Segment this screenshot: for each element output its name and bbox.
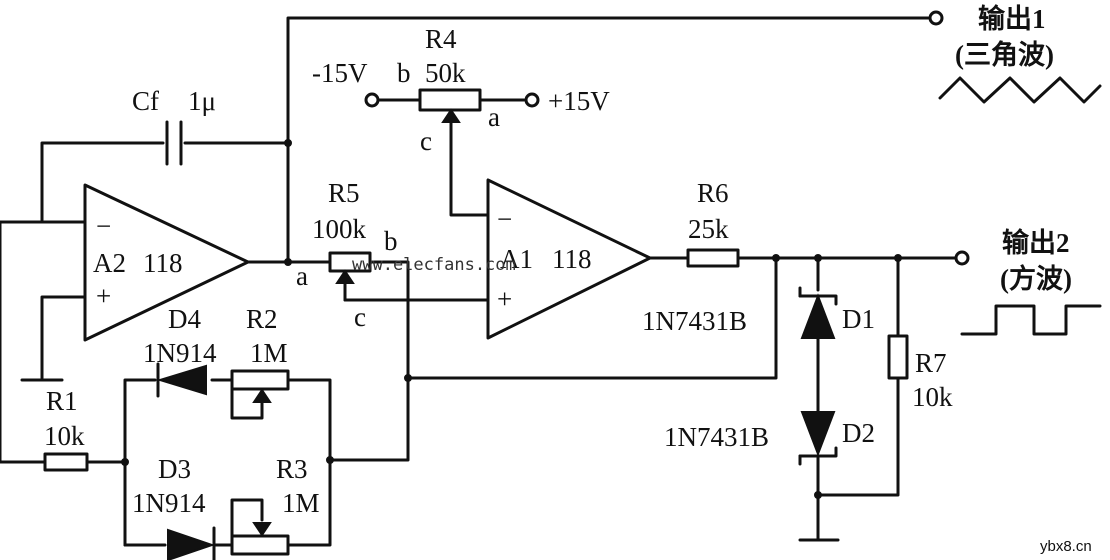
- zener-d2: D2 1N7431B: [664, 411, 875, 466]
- output-1: 输出1 (三角波): [928, 3, 1102, 104]
- capacitor-cf: Cf 1μ: [132, 86, 216, 166]
- d2-label: D2: [842, 418, 875, 448]
- r6-label: R6: [697, 178, 729, 208]
- a1-part: 118: [552, 244, 592, 274]
- output-2-label: 输出2: [1002, 227, 1070, 258]
- r4-pin-a: a: [488, 102, 500, 132]
- r7-value: 10k: [912, 382, 953, 412]
- r5-pin-a: a: [296, 261, 308, 291]
- output-2: 输出2 (方波): [954, 227, 1102, 336]
- d4-label: D4: [168, 304, 201, 334]
- a1-minus-pin: −: [497, 204, 512, 234]
- output-1-terminal: [928, 10, 944, 26]
- r3-value: 1M: [282, 488, 320, 518]
- r4-label: R4: [425, 24, 457, 54]
- pos-supply-label: +15V: [548, 86, 610, 116]
- a1-plus-pin: +: [497, 284, 512, 314]
- opamp-a1: − + A1 118: [486, 178, 652, 340]
- a2-minus-pin: −: [96, 211, 111, 241]
- r5-value: 100k: [312, 214, 367, 244]
- r2-label: R2: [246, 304, 278, 334]
- resistor-r6: R6 25k: [686, 178, 740, 268]
- r7-label: R7: [915, 348, 947, 378]
- potentiometer-r2: R2 1M: [230, 304, 290, 403]
- cf-value: 1μ: [188, 86, 216, 116]
- d2-part: 1N7431B: [664, 422, 769, 452]
- potentiometer-r3: R3 1M: [230, 454, 320, 556]
- r5-label: R5: [328, 178, 360, 208]
- r4-value: 50k: [425, 58, 466, 88]
- wires: [0, 16, 957, 547]
- watermark-center: www.elecfans.com: [352, 255, 516, 275]
- r1-value: 10k: [44, 421, 85, 451]
- r4-pin-b: b: [397, 58, 411, 88]
- zener-d1: D1 1N7431B: [642, 286, 875, 339]
- cf-label: Cf: [132, 86, 159, 116]
- a2-part: 118: [143, 248, 183, 278]
- pos-supply-terminal: [524, 92, 540, 108]
- d3-part: 1N914: [132, 488, 206, 518]
- output-1-wave-label: (三角波): [955, 39, 1054, 70]
- r6-value: 25k: [688, 214, 729, 244]
- r1-label: R1: [46, 386, 78, 416]
- r4-pin-c: c: [420, 126, 432, 156]
- diode-d3: D3 1N914: [132, 454, 216, 560]
- a1-label: A1: [500, 244, 533, 274]
- output-2-wave-label: (方波): [1000, 263, 1072, 294]
- resistor-r7: R7 10k: [887, 334, 953, 412]
- diode-d4: D4 1N914: [143, 304, 217, 398]
- square-wave-icon: [960, 304, 1102, 336]
- opamp-a2: − + A2 118: [83, 183, 250, 342]
- triangle-wave-icon: [938, 76, 1102, 104]
- output-2-terminal: [954, 250, 970, 266]
- a2-label: A2: [93, 248, 126, 278]
- r5-pin-b: b: [384, 226, 398, 256]
- watermark-corner: ybx8.cn: [1040, 538, 1092, 555]
- neg-supply-terminal: [364, 92, 380, 108]
- potentiometer-r4: R4 50k -15V +15V b a c: [312, 24, 610, 156]
- r5-pin-c: c: [354, 302, 366, 332]
- resistor-r1: R1 10k: [43, 386, 89, 472]
- potentiometer-r5: R5 100k b a c: [296, 178, 398, 332]
- neg-supply-label: -15V: [312, 58, 368, 88]
- d4-part: 1N914: [143, 338, 217, 368]
- output-1-label: 输出1: [978, 3, 1046, 34]
- d1-part: 1N7431B: [642, 306, 747, 336]
- a2-plus-pin: +: [96, 281, 111, 311]
- d3-label: D3: [158, 454, 191, 484]
- d1-label: D1: [842, 304, 875, 334]
- r2-value: 1M: [250, 338, 288, 368]
- junctions: [121, 139, 902, 499]
- r3-label: R3: [276, 454, 308, 484]
